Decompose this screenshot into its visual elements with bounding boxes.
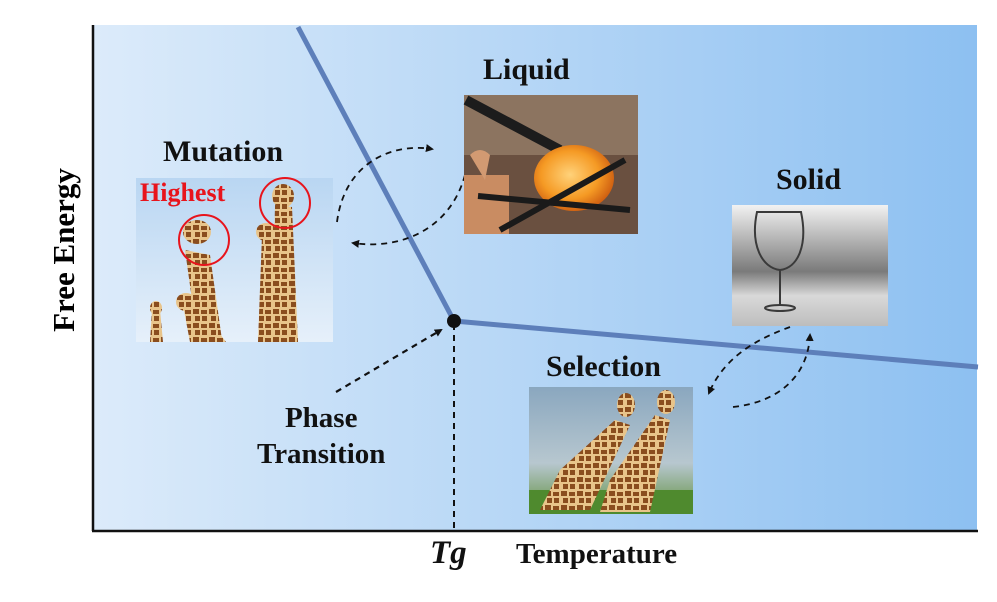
phase-label-line1: Phase (284, 402, 358, 434)
y-axis-label-text: Free Energy (46, 168, 81, 332)
liquid-label: Liquid (483, 53, 570, 86)
liquid-photo (463, 95, 638, 234)
mutation-photo (136, 177, 333, 342)
selection-to-solid-arrow (732, 333, 814, 408)
tg-label: Tg (430, 535, 467, 571)
highlight-circle (259, 177, 311, 229)
transition-point (447, 314, 461, 328)
liquid-energy-curve (295, 25, 457, 323)
selection-photo (529, 387, 693, 514)
mutation-to-liquid-arrow (336, 144, 434, 223)
highest-label: Highest (140, 178, 226, 207)
selection-label: Selection (546, 350, 661, 383)
highlight-circle (178, 214, 230, 266)
solid-label: Solid (776, 163, 842, 196)
phase-transition-arrow (335, 328, 443, 393)
solid-photo (732, 205, 888, 326)
mutation-label: Mutation (163, 135, 283, 168)
phase-transition-label: Phase Transition (257, 400, 385, 473)
x-axis-label: Temperature (516, 538, 678, 570)
phase-label-line2: Transition (257, 438, 386, 471)
solid-energy-curve (453, 318, 979, 370)
